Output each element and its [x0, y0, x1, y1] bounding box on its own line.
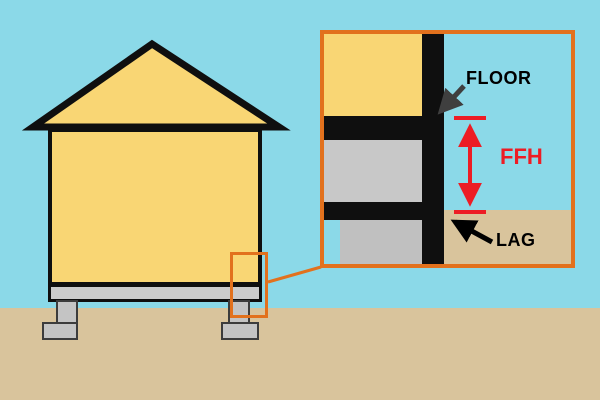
inset-panel: FLOOR FFH LAG [320, 30, 575, 268]
inset-pier [340, 220, 422, 264]
floor-pointer-arrow-icon [437, 84, 466, 115]
footing-right [221, 322, 259, 340]
lag-label: LAG [496, 230, 536, 250]
inset-wall [324, 34, 422, 116]
inset-wall-edge [422, 34, 444, 264]
pier-left [56, 300, 78, 324]
inset-bearer-band [324, 202, 444, 220]
inset-slab [324, 140, 422, 202]
ground [0, 308, 600, 400]
floor-beam [48, 284, 262, 302]
zoom-connector-line [267, 265, 322, 284]
footing-left [42, 322, 78, 340]
ffh-measure-arrow-icon [454, 116, 486, 214]
zoom-source-rect [230, 252, 268, 318]
ffh-label: FFH [500, 144, 543, 169]
inset-floor-band [324, 116, 444, 140]
house-roof [21, 39, 291, 131]
floor-label: FLOOR [466, 68, 532, 88]
